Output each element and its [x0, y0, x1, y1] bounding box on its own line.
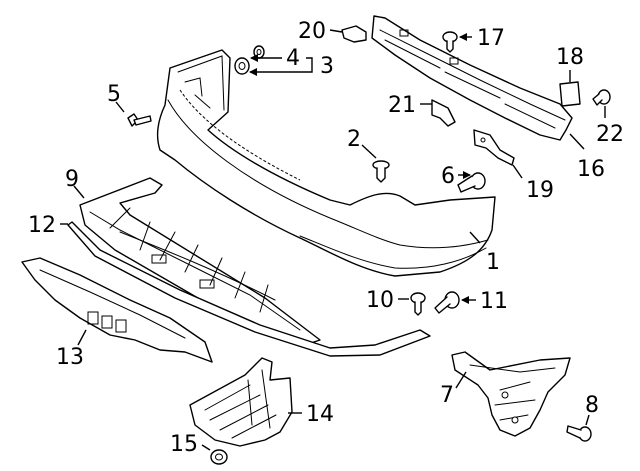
leader-1 — [469, 231, 481, 244]
impact-absorber — [371, 15, 573, 141]
callout-4: 4 — [286, 46, 300, 71]
callout-11: 11 — [480, 289, 508, 314]
splash-shield — [189, 357, 293, 447]
callout-8: 8 — [585, 393, 599, 418]
leader-2 — [361, 144, 377, 159]
bolt-part-5 — [127, 113, 152, 127]
callout-21: 21 — [388, 93, 416, 118]
callout-2: 2 — [347, 127, 361, 152]
callout-12: 12 — [28, 213, 56, 238]
callout-14: 14 — [306, 402, 334, 427]
callout-20: 20 — [298, 19, 326, 44]
callout-19: 19 — [526, 178, 554, 203]
clip-part-10 — [410, 292, 426, 316]
leader-19 — [512, 164, 523, 179]
callout-7: 7 — [440, 383, 454, 408]
leader-3 — [249, 57, 313, 76]
bracket-part-20 — [341, 25, 367, 43]
callout-1: 1 — [486, 250, 500, 275]
pad-part-18 — [559, 81, 581, 107]
clip-part-15 — [210, 449, 228, 465]
bracket-part-21 — [431, 99, 456, 127]
callout-10: 10 — [366, 288, 394, 313]
leader-16 — [569, 133, 585, 150]
push-clip-17 — [442, 31, 458, 53]
bolt-part-6 — [457, 172, 486, 193]
bumper-bracket — [451, 351, 571, 437]
leader-8 — [585, 414, 590, 426]
nut-part-4 — [253, 45, 265, 59]
bumper-cover — [156, 49, 496, 277]
callout-17: 17 — [477, 26, 505, 51]
callout-9: 9 — [65, 167, 79, 192]
leader-15 — [201, 444, 211, 451]
screw-part-11 — [434, 291, 460, 314]
lower-valance — [21, 257, 213, 363]
leader-20 — [329, 29, 343, 33]
bolt-part-8 — [566, 425, 592, 442]
callout-22: 22 — [596, 122, 624, 147]
leader-13 — [77, 329, 87, 346]
callout-15: 15 — [170, 432, 198, 457]
screw-part-2 — [372, 160, 390, 183]
leader-5 — [115, 101, 125, 113]
callout-6: 6 — [441, 164, 455, 189]
bracket-part-19 — [473, 129, 515, 166]
callout-labels: 1 2 3 4 5 6 7 8 9 10 11 12 13 14 15 16 1… — [28, 19, 624, 457]
callout-13: 13 — [56, 345, 84, 370]
callout-18: 18 — [556, 45, 584, 70]
lower-grille-frame — [79, 177, 321, 346]
leader-9 — [73, 185, 85, 199]
trim-strip — [67, 221, 431, 357]
bolt-part-22 — [592, 89, 611, 106]
callout-16: 16 — [577, 157, 605, 182]
callout-5: 5 — [107, 82, 121, 107]
leader-7 — [455, 371, 467, 389]
callout-3: 3 — [320, 54, 334, 79]
grommet-part-3 — [234, 57, 250, 75]
leader-lines — [60, 29, 606, 451]
